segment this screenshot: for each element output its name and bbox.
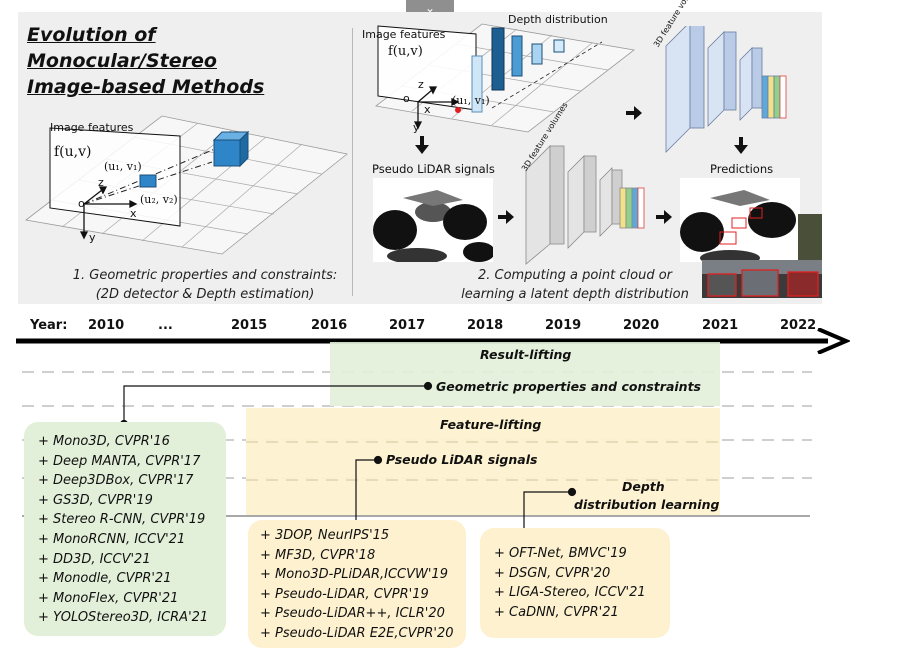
feature-volume-top bbox=[665, 26, 787, 153]
timeline-arrow bbox=[16, 328, 850, 354]
axis-x-label: x bbox=[130, 207, 137, 220]
camera-photo-detections bbox=[702, 260, 822, 298]
u1v1-label: (u₁, v₁) bbox=[104, 160, 142, 173]
list-item: + DSGN, CVPR'20 bbox=[494, 565, 611, 581]
axis-z-label-2: z bbox=[418, 78, 424, 91]
f-uv-label-2: f(u,v) bbox=[388, 44, 423, 59]
camera-axes bbox=[79, 186, 138, 240]
list-item: + Pseudo-LiDAR E2E,CVPR'20 bbox=[260, 625, 454, 641]
geometric-label: Geometric properties and constraints bbox=[436, 379, 701, 394]
list-item: + Mono3D, CVPR'16 bbox=[38, 434, 170, 449]
depth-distribution-label: Depth distribution bbox=[508, 13, 608, 26]
image-features-label: Image features bbox=[50, 121, 134, 134]
predictions-label: Predictions bbox=[710, 162, 774, 176]
down-arrow-icon bbox=[734, 137, 748, 154]
year-label: Year: bbox=[30, 318, 68, 333]
list-item: + GS3D, CVPR'19 bbox=[38, 492, 153, 508]
caption-geometric-line-2: (2D detector & Depth estimation) bbox=[95, 287, 315, 302]
geometric-methods-list: + Mono3D, CVPR'16 + Deep MANTA, CVPR'17 … bbox=[24, 422, 226, 628]
pseudo-lidar-methods-list: + 3DOP, NeurIPS'15 + MF3D, CVPR'18 + Mon… bbox=[248, 520, 466, 644]
right-arrow-icon bbox=[656, 210, 672, 224]
down-arrow-icon bbox=[415, 136, 429, 154]
pseudo-lidar-methods-box: + 3DOP, NeurIPS'15 + MF3D, CVPR'18 + Mon… bbox=[248, 520, 466, 648]
right-arrow-icon bbox=[498, 210, 514, 224]
list-item: + CaDNN, CVPR'21 bbox=[494, 604, 619, 620]
list-item: + Deep3DBox, CVPR'17 bbox=[38, 473, 194, 489]
list-item: + Deep MANTA, CVPR'17 bbox=[38, 453, 201, 469]
caption-depth-line-1: 2. Computing a point cloud or bbox=[477, 268, 673, 283]
chevron-up-icon: ⌄ bbox=[424, 1, 436, 15]
right-arrow-icon bbox=[626, 106, 642, 120]
list-item: + 3DOP, NeurIPS'15 bbox=[260, 528, 390, 543]
year-2020: 2020 bbox=[623, 318, 660, 333]
axis-y-label: y bbox=[89, 231, 96, 244]
axis-o-label-2: o bbox=[403, 92, 410, 105]
list-item: + MonoFlex, CVPR'21 bbox=[38, 590, 179, 606]
list-item: + Monodle, CVPR'21 bbox=[38, 571, 172, 587]
title-line-2: Monocular/Stereo bbox=[27, 50, 217, 72]
feature-lifting-label: Feature-lifting bbox=[440, 417, 542, 432]
panel-divider bbox=[352, 28, 353, 296]
3d-box-icon bbox=[212, 130, 250, 168]
u2v2-label: (u₂, v₂) bbox=[140, 193, 178, 206]
2d-box-icon bbox=[139, 174, 157, 188]
pseudo-lidar-label: Pseudo LiDAR signals bbox=[386, 452, 538, 467]
page-title: Evolution of Monocular/Stereo Image-base… bbox=[27, 22, 264, 100]
geometric-diagram bbox=[25, 115, 348, 255]
image-plane bbox=[49, 127, 181, 227]
list-item: + Mono3D-PLiDAR,ICCVW'19 bbox=[260, 567, 448, 583]
caption-depth-line-2: learning a latent depth distribution bbox=[461, 287, 689, 302]
list-item: + DD3D, ICCV'21 bbox=[38, 551, 151, 567]
f-uv-label: f(u,v) bbox=[54, 144, 92, 160]
axis-y-label-2: y bbox=[413, 121, 420, 134]
point-cloud-image bbox=[373, 178, 493, 262]
year-2015: 2015 bbox=[231, 318, 268, 333]
axis-x-label-2: x bbox=[424, 103, 431, 116]
depth-bins bbox=[471, 27, 565, 113]
year-2017: 2017 bbox=[389, 318, 426, 333]
caption-depth: 2. Computing a point cloud or learning a… bbox=[440, 266, 710, 304]
year-2010: 2010 bbox=[88, 318, 125, 333]
list-item: + LIGA-Stereo, ICCV'21 bbox=[494, 585, 646, 601]
year-2018: 2018 bbox=[467, 318, 504, 333]
list-item: + MonoRCNN, ICCV'21 bbox=[38, 531, 186, 547]
timeline-baseline bbox=[22, 515, 810, 517]
pixel-point-icon bbox=[455, 107, 461, 113]
feature-lifting-band bbox=[246, 408, 720, 516]
result-lifting-label: Result-lifting bbox=[480, 347, 572, 362]
pseudo-lidar-signals-label: Pseudo LiDAR signals bbox=[372, 162, 495, 176]
year-2019: 2019 bbox=[545, 318, 582, 333]
depth-distribution-diagram bbox=[375, 23, 635, 133]
depth-methods-list: + OFT-Net, BMVC'19 + DSGN, CVPR'20 + LIG… bbox=[480, 528, 670, 622]
axis-o-label: o bbox=[78, 197, 85, 210]
caption-geometric-line-1: 1. Geometric properties and constraints: bbox=[72, 268, 338, 283]
title-line-3: Image-based Methods bbox=[27, 76, 265, 98]
year-2022: 2022 bbox=[780, 318, 817, 333]
year-ellipsis: ... bbox=[158, 318, 173, 333]
result-lifting-band bbox=[330, 342, 720, 406]
list-item: + OFT-Net, BMVC'19 bbox=[494, 546, 627, 561]
axis-z-label: z bbox=[98, 176, 104, 189]
list-item: + MF3D, CVPR'18 bbox=[260, 547, 376, 563]
year-2021: 2021 bbox=[702, 318, 739, 333]
list-item: + Pseudo-LiDAR, CVPR'19 bbox=[260, 586, 429, 602]
feature-volume-mid bbox=[525, 145, 645, 265]
camera-photo-small bbox=[798, 214, 822, 260]
list-item: + Stereo R-CNN, CVPR'19 bbox=[38, 512, 206, 528]
depth-label-line-2: distribution learning bbox=[574, 497, 720, 512]
u1v1-label-2: (u₁, v₁) bbox=[452, 94, 490, 107]
list-item: + Pseudo-LiDAR++, ICLR'20 bbox=[260, 606, 445, 622]
geometric-methods-box: + Mono3D, CVPR'16 + Deep MANTA, CVPR'17 … bbox=[24, 422, 226, 636]
depth-methods-box: + OFT-Net, BMVC'19 + DSGN, CVPR'20 + LIG… bbox=[480, 528, 670, 638]
list-item: + YOLOStereo3D, ICRA'21 bbox=[38, 610, 209, 626]
depth-label-line-1: Depth bbox=[622, 479, 665, 494]
caption-geometric: 1. Geometric properties and constraints:… bbox=[40, 266, 370, 304]
predictions-image bbox=[680, 178, 800, 262]
title-line-1: Evolution of bbox=[27, 24, 156, 46]
image-features-label-2: Image features bbox=[362, 28, 446, 41]
year-2016: 2016 bbox=[311, 318, 348, 333]
